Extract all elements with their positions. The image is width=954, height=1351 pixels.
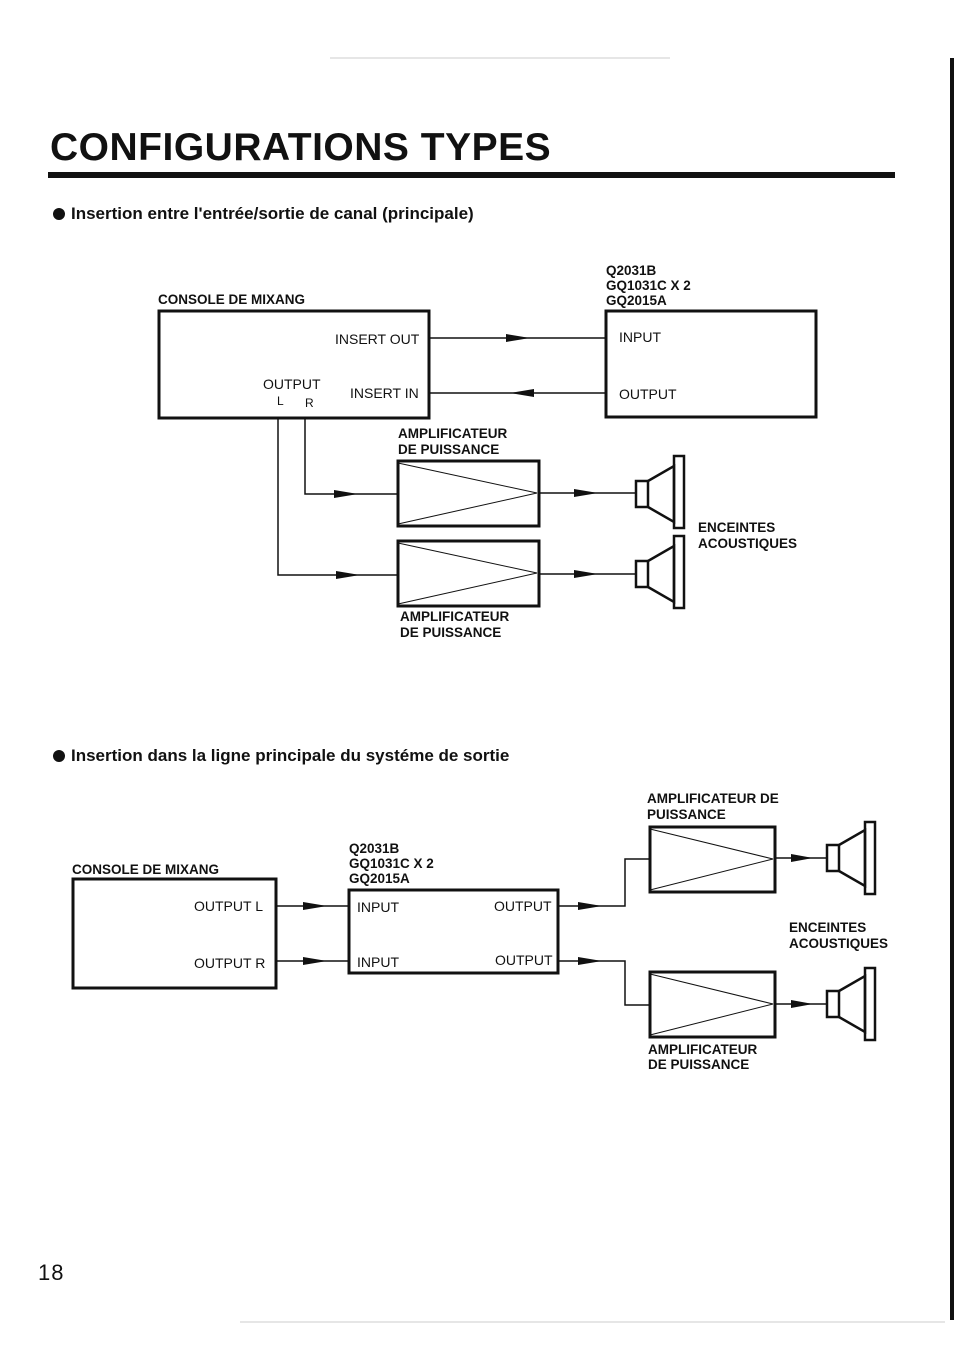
output-r-label: R (305, 396, 314, 410)
device-model-line: GQ2015A (606, 293, 667, 308)
bullet-icon (53, 750, 65, 762)
section2-heading: Insertion dans la ligne principale du sy… (53, 746, 509, 766)
amp-top-1 (396, 459, 541, 528)
insert-out-label: INSERT OUT (335, 331, 420, 347)
console-box-1 (157, 309, 431, 420)
device-model-line: GQ1031C X 2 (606, 278, 691, 293)
output-l-label: L (277, 394, 284, 408)
amp-label: DE PUISSANCE (648, 1057, 750, 1072)
section2-heading-text: Insertion dans la ligne principale du sy… (71, 746, 510, 765)
amp-label: DE PUISSANCE (398, 442, 500, 457)
section1-heading-text: Insertion entre l'entrée/sortie de canal… (71, 204, 474, 223)
amp-top-2 (648, 825, 777, 894)
console-label: CONSOLE DE MIXANG (72, 862, 220, 877)
speaker-icon (825, 966, 877, 1042)
amp-label: AMPLIFICATEUR (400, 609, 510, 624)
amp-label: DE PUISSANCE (400, 625, 502, 640)
device-output-label: OUTPUT (619, 386, 677, 402)
device-output-label: OUTPUT (495, 952, 553, 968)
title-rule (48, 172, 895, 178)
speaker-icon (825, 820, 877, 896)
speaker-icon (634, 454, 686, 530)
amp-label: AMPLIFICATEUR DE (647, 791, 779, 806)
speakers-label: ACOUSTIQUES (789, 936, 889, 951)
speakers-label: ENCEINTES (789, 920, 867, 935)
speakers-label: ENCEINTES (698, 520, 776, 535)
console-box-2 (71, 877, 278, 990)
device-input-label: INPUT (357, 954, 399, 970)
device-box-2 (347, 888, 560, 975)
device-box-1 (604, 309, 818, 419)
device-input-label: INPUT (619, 329, 661, 345)
device-model-line: Q2031B (606, 263, 657, 278)
output-label: OUTPUT (263, 376, 321, 392)
page-title: CONFIGURATIONS TYPES (50, 126, 552, 169)
console-label: CONSOLE DE MIXANG (158, 292, 306, 307)
device-model-line: GQ1031C X 2 (349, 856, 434, 871)
amp-bottom-1 (396, 539, 541, 608)
output-r-label: OUTPUT R (194, 955, 266, 971)
page-edge (950, 58, 954, 1320)
bullet-icon (53, 208, 65, 220)
output-l-label: OUTPUT L (194, 898, 263, 914)
device-output-label: OUTPUT (494, 898, 552, 914)
amp-label: PUISSANCE (647, 807, 726, 822)
amp-bottom-2 (648, 970, 777, 1039)
insert-in-label: INSERT IN (350, 385, 419, 401)
section1-heading: Insertion entre l'entrée/sortie de canal… (53, 204, 474, 224)
speakers-label: ACOUSTIQUES (698, 536, 798, 551)
device-model-line: Q2031B (349, 841, 400, 856)
page-number: 18 (38, 1260, 65, 1285)
speaker-icon (634, 534, 686, 610)
output-r-wire (304, 418, 398, 495)
amp-label: AMPLIFICATEUR (648, 1042, 758, 1057)
device-model-line: GQ2015A (349, 871, 410, 886)
device-input-label: INPUT (357, 899, 399, 915)
amp-label: AMPLIFICATEUR (398, 426, 508, 441)
